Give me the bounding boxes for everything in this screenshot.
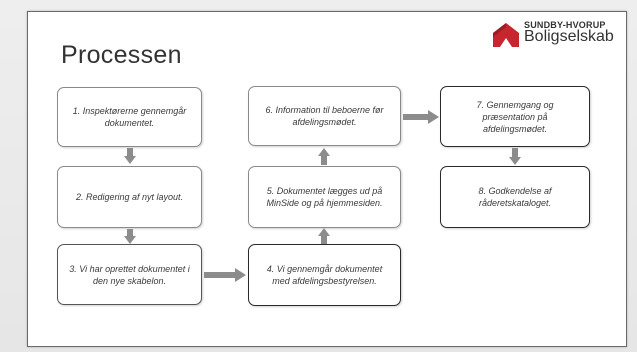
step-3-box: 3. Vi har oprettet dokumentet i den nye … (57, 244, 202, 305)
arrow-down-icon (124, 229, 136, 244)
step-1-box: 1. Inspektørerne gennemgår dokumentet. (57, 87, 202, 147)
arrow-right-icon (204, 268, 246, 282)
arrow-up-icon (318, 228, 330, 244)
step-7-box: 7. Gennemgang og præsentation på afdelin… (440, 86, 590, 147)
step-6-box: 6. Information til beboerne før afdeling… (248, 86, 401, 146)
step-5-box: 5. Dokumentet lægges ud på MinSide og på… (248, 166, 401, 228)
step-8-label: 8. Godkendelse af råderetskataloget. (478, 186, 552, 208)
step-4-label: 4. Vi gennemgår dokumentet med afdelings… (266, 264, 383, 286)
slide-title: Processen (61, 41, 182, 69)
arrow-down-icon (124, 148, 136, 164)
logo-roof-icon (493, 23, 519, 47)
step-2-box: 2. Redigering af nyt layout. (57, 166, 202, 228)
step-8-box: 8. Godkendelse af råderetskataloget. (440, 166, 590, 228)
step-2-label: 2. Redigering af nyt layout. (75, 192, 184, 202)
step-6-label: 6. Information til beboerne før afdeling… (265, 105, 384, 127)
step-4-box: 4. Vi gennemgår dokumentet med afdelings… (248, 244, 401, 306)
step-1-label: 1. Inspektørerne gennemgår dokumentet. (72, 106, 187, 128)
step-7-label: 7. Gennemgang og præsentation på afdelin… (476, 99, 554, 134)
step-5-label: 5. Dokumentet lægges ud på MinSide og på… (266, 186, 383, 208)
logo-line-1: SUNDBY-HVORUP (524, 20, 606, 30)
logo-line-2: Boligselskab (524, 28, 614, 45)
arrow-down-icon (509, 148, 521, 165)
arrow-right-icon (403, 110, 439, 124)
arrow-up-icon (318, 148, 330, 165)
step-3-label: 3. Vi har oprettet dokumentet i den nye … (69, 263, 190, 286)
